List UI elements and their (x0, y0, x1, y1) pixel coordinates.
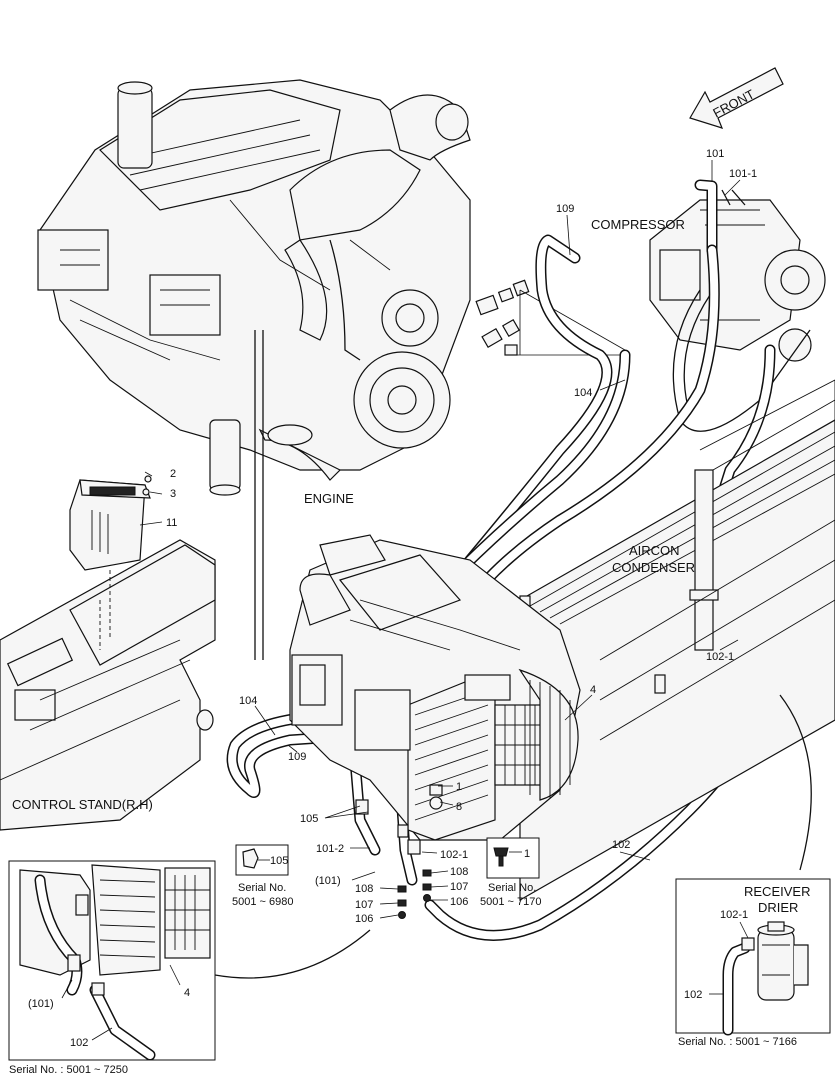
serial-box-105: 105 Serial No. 5001 ~ 6980 (232, 844, 293, 908)
detail-inset-box: (101) 4 102 (8, 860, 216, 1061)
box105-serial-range: 5001 ~ 6980 (232, 896, 293, 908)
callout-108-a: 108 (355, 883, 373, 895)
compressor-illustration (649, 179, 826, 432)
callout-104-left: 104 (239, 695, 257, 707)
aircon-condenser-illustration (519, 379, 835, 902)
climate-controller-illustration (69, 475, 152, 571)
callout-106-b: 106 (450, 896, 468, 908)
component-labels: COMPRESSOR ENGINE AIRCON CONDENSER CONTR… (12, 217, 695, 812)
callout-108-b: 108 (450, 866, 468, 878)
callout-2: 2 (170, 468, 176, 480)
control-stand-illustration (0, 539, 216, 831)
aircon-condenser-label-2: CONDENSER (612, 560, 695, 575)
callout-101-2: 101-2 (316, 843, 344, 855)
callout-109-left: 109 (288, 751, 306, 763)
box105-serial-title: Serial No. (238, 882, 286, 894)
inset-pointer-arc (214, 929, 371, 979)
callout-102-1-mid: 102-1 (440, 849, 468, 861)
receiver-drier-label-2: DRIER (758, 900, 798, 915)
callout-102-inset: 102 (70, 1037, 88, 1049)
callout-labels: 101 101-1 109 104 2 3 11 102-1 4 104 109… (166, 148, 757, 925)
inset-serial-note: Serial No. : 5001 ~ 7250 (9, 1064, 128, 1076)
box1-serial-range: 5001 ~ 7170 (480, 896, 541, 908)
callout-leaders (139, 160, 741, 919)
callout-11: 11 (166, 517, 177, 529)
callout-101-paren: (101) (315, 875, 341, 887)
callout-102-1-right: 102-1 (706, 651, 734, 663)
box105-part-label: 105 (270, 855, 288, 867)
engine-label: ENGINE (304, 491, 354, 506)
callout-3: 3 (170, 488, 176, 500)
receiver-drier-label-1: RECEIVER (744, 884, 810, 899)
callout-101-paren-inset: (101) (28, 998, 54, 1010)
receiver-drier-box: RECEIVER DRIER 102-1 102 (675, 878, 831, 1036)
callout-107-b: 107 (450, 881, 468, 893)
callout-102-drier: 102 (684, 989, 702, 1001)
compressor-label: COMPRESSOR (591, 217, 685, 232)
callout-106-a: 106 (355, 913, 373, 925)
hvac-unit-illustration (289, 534, 581, 855)
callout-105: 105 (300, 813, 318, 825)
callout-109-top: 109 (556, 203, 574, 215)
drier-serial-note: Serial No. : 5001 ~ 7166 (678, 1036, 797, 1048)
callout-101-1: 101-1 (729, 168, 757, 180)
drier-pointer-arc (779, 694, 812, 871)
callout-102-mid: 102 (612, 839, 630, 851)
callout-4-inset: 4 (184, 987, 190, 999)
box1-part-label: 1 (524, 848, 530, 860)
callout-104-top: 104 (574, 387, 592, 399)
control-stand-label: CONTROL STAND(R.H) (12, 797, 153, 812)
callout-102-1-drier: 102-1 (720, 909, 748, 921)
washers-and-nuts (397, 869, 432, 919)
callout-107-a: 107 (355, 899, 373, 911)
serial-box-1: 1 Serial No. 5001 ~ 7170 (480, 837, 541, 908)
aircon-condenser-label-1: AIRCON (629, 543, 680, 558)
callout-1-top: 1 (456, 781, 462, 793)
callout-101: 101 (706, 148, 724, 160)
box1-serial-title: Serial No. (488, 882, 536, 894)
callout-4-main: 4 (590, 684, 596, 696)
callout-8: 8 (456, 801, 462, 813)
engine-illustration (37, 79, 471, 660)
front-direction-arrow: FRONT (689, 67, 784, 129)
